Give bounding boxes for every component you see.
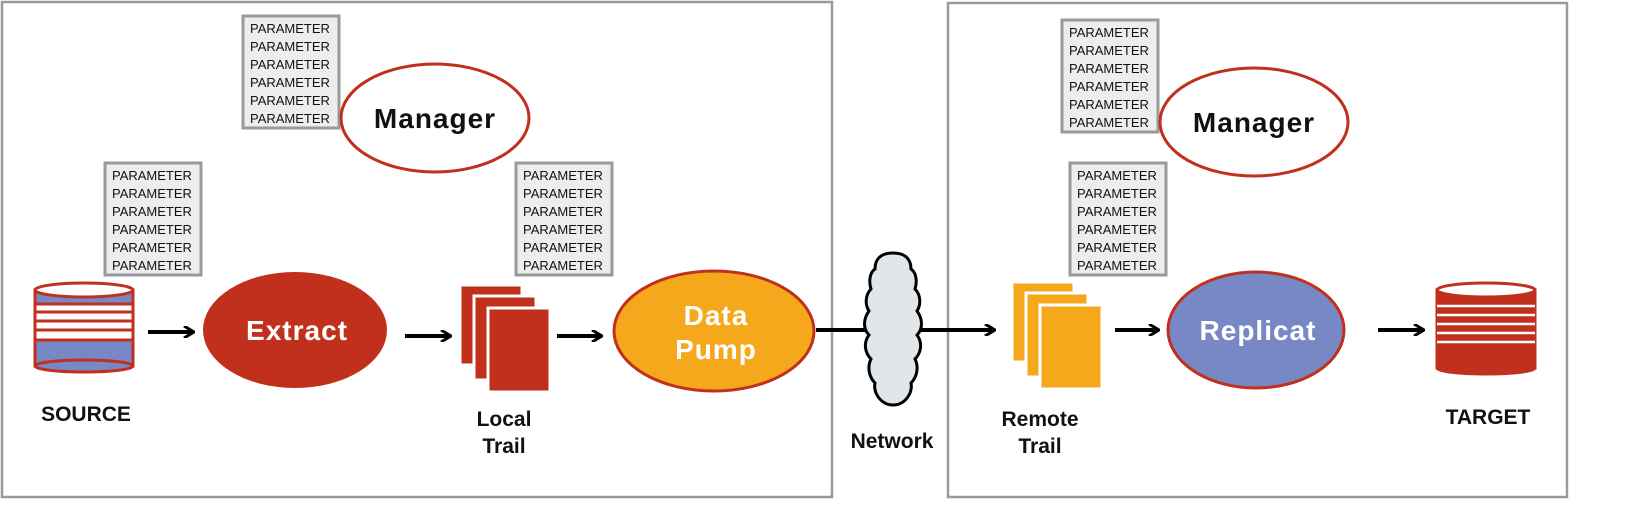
local-trail-icon (458, 283, 552, 394)
parameter-file-extract: PARAMETER PARAMETER PARAMETER PARAMETER PARA… (103, 161, 203, 277)
target-database-icon (1435, 281, 1537, 376)
parameter-line: PARAMETER (523, 186, 603, 201)
parameter-line: PARAMETER (112, 222, 192, 237)
parameter-line: PARAMETER (250, 75, 330, 90)
manager-target-node (1158, 66, 1350, 178)
parameter-line: PARAMETER (112, 204, 192, 219)
parameter-line: PARAMETER (250, 21, 330, 36)
parameter-file-manager-source: PARAMETER PARAMETER PARAMETER PARAMETER PARA… (241, 14, 341, 130)
parameter-line: PARAMETER (1077, 204, 1157, 219)
local-trail-label-1: Local (477, 408, 532, 431)
parameter-line: PARAMETER (1077, 168, 1157, 183)
parameter-line: PARAMETER (523, 222, 603, 237)
parameter-line: PARAMETER (1069, 61, 1149, 76)
parameter-line: PARAMETER (1069, 25, 1149, 40)
manager-source-node (339, 62, 531, 174)
parameter-line: PARAMETER (523, 240, 603, 255)
remote-trail-label-1: Remote (1001, 408, 1078, 431)
extract-label: Extract (246, 315, 348, 346)
parameter-line: PARAMETER (250, 111, 330, 126)
parameter-line: PARAMETER (523, 204, 603, 219)
parameter-line: PARAMETER (112, 258, 192, 273)
parameter-line: PARAMETER (1069, 115, 1149, 130)
source-label: SOURCE (41, 403, 131, 426)
replicat-label: Replicat (1200, 315, 1317, 346)
data-pump-node (612, 269, 816, 393)
manager-target-label: Manager (1193, 107, 1315, 138)
parameter-file-data-pump: PARAMETER PARAMETER PARAMETER PARAMETER PARA… (514, 161, 614, 277)
replicat-node (1166, 270, 1346, 390)
parameter-line: PARAMETER (250, 57, 330, 72)
source-system-frame (0, 0, 834, 499)
target-label: TARGET (1446, 406, 1531, 429)
parameter-line: PARAMETER (1069, 79, 1149, 94)
parameter-line: PARAMETER (1077, 240, 1157, 255)
parameter-file-manager-target: PARAMETER PARAMETER PARAMETER PARAMETER PARA… (1060, 18, 1160, 134)
network-label: Network (851, 430, 934, 453)
remote-trail-label-2: Trail (1018, 435, 1061, 458)
parameter-line: PARAMETER (1077, 222, 1157, 237)
data-pump-label-1: Data (684, 300, 749, 331)
parameter-line: PARAMETER (1069, 43, 1149, 58)
target-system-frame (946, 1, 1569, 499)
manager-source-label: Manager (374, 103, 496, 134)
parameter-line: PARAMETER (523, 258, 603, 273)
parameter-line: PARAMETER (1077, 258, 1157, 273)
parameter-file-replicat: PARAMETER PARAMETER PARAMETER PARAMETER PARA… (1068, 161, 1168, 277)
parameter-line: PARAMETER (523, 168, 603, 183)
parameter-line: PARAMETER (250, 39, 330, 54)
parameter-line: PARAMETER (250, 93, 330, 108)
parameter-line: PARAMETER (112, 240, 192, 255)
extract-node (203, 272, 387, 388)
parameter-line: PARAMETER (1069, 97, 1149, 112)
network-cloud-icon (863, 251, 923, 407)
parameter-line: PARAMETER (112, 168, 192, 183)
data-pump-label-2: Pump (675, 334, 757, 365)
remote-trail-icon (1010, 280, 1104, 391)
source-database-icon (33, 281, 135, 374)
parameter-line: PARAMETER (112, 186, 192, 201)
local-trail-label-2: Trail (482, 435, 525, 458)
parameter-line: PARAMETER (1077, 186, 1157, 201)
